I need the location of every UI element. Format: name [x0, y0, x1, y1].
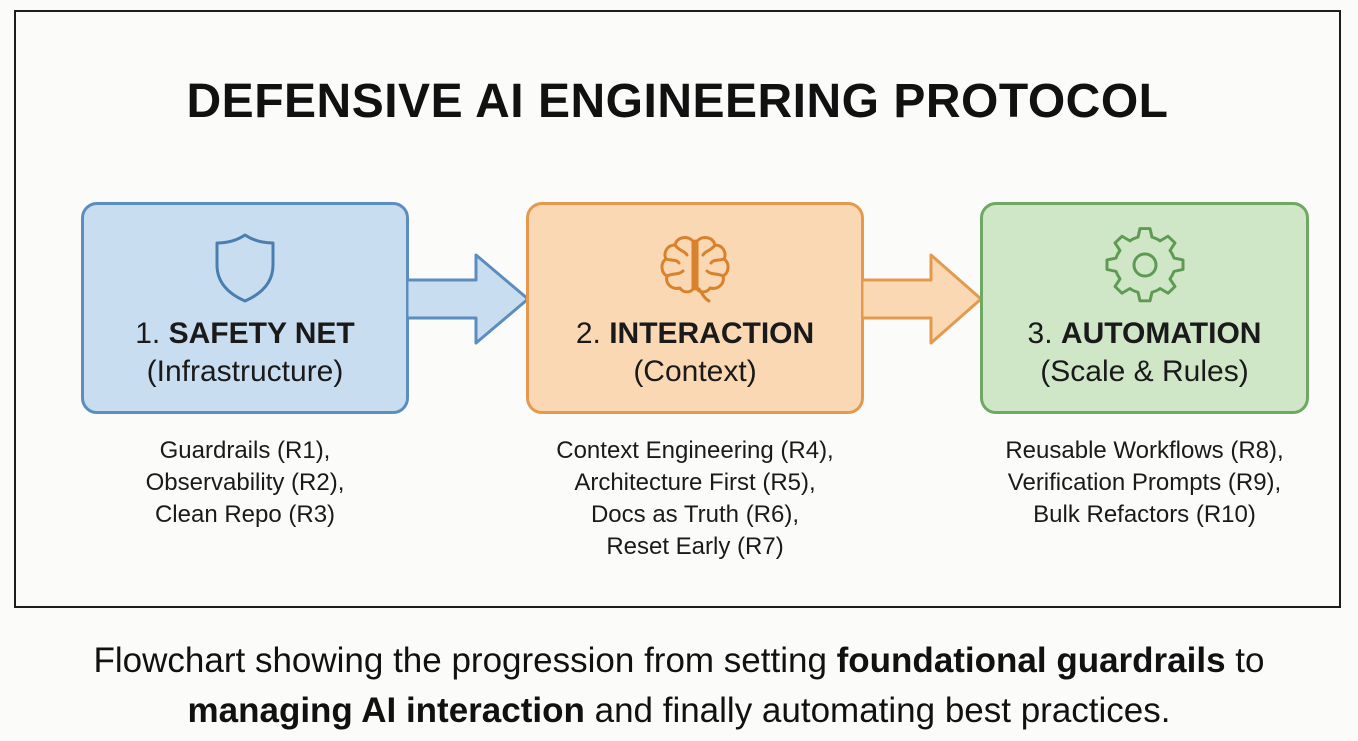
gear-icon — [1105, 227, 1184, 303]
stage-items-list: Context Engineering (R4), Architecture F… — [526, 435, 864, 563]
list-item: Clean Repo (R3) — [154, 501, 336, 528]
stage-subtitle: (Scale & Rules) — [1040, 355, 1249, 388]
list-item: Architecture First (R5), — [574, 469, 816, 496]
diagram-title: DEFENSIVE AI ENGINEERING PROTOCOL — [186, 75, 1169, 128]
stage-title: 3. AUTOMATION — [1027, 317, 1262, 350]
list-item: Context Engineering (R4), — [556, 437, 834, 464]
stage-subtitle: (Infrastructure) — [146, 355, 344, 388]
list-item: Verification Prompts (R9), — [1007, 469, 1282, 496]
list-item: Observability (R2), — [145, 469, 345, 496]
list-item: Docs as Truth (R6), — [590, 501, 800, 528]
diagram-frame: DEFENSIVE AI ENGINEERING PROTOCOL 1. SAF… — [14, 10, 1341, 608]
stage-items-list: Reusable Workflows (R8), Verification Pr… — [980, 435, 1309, 531]
list-item: Guardrails (R1), — [159, 437, 331, 464]
stage-items-list: Guardrails (R1), Observability (R2), Cle… — [81, 435, 409, 531]
stage-safety-net: 1. SAFETY NET (Infrastructure) — [81, 202, 409, 414]
figure-caption: Flowchart showing the progression from s… — [93, 641, 1265, 730]
list-item: Reset Early (R7) — [606, 533, 784, 560]
stage-automation: 3. AUTOMATION (Scale & Rules) — [980, 202, 1309, 414]
stage-interaction: 2. INTERACTION (Context) — [526, 202, 864, 414]
list-item: Reusable Workflows (R8), — [1005, 437, 1284, 464]
list-item: Bulk Refactors (R10) — [1033, 501, 1256, 528]
stage-title: 1. SAFETY NET — [135, 317, 355, 350]
brain-icon — [660, 236, 730, 303]
arrow-right-icon — [861, 253, 983, 345]
stage-subtitle: (Context) — [633, 355, 757, 388]
shield-icon — [215, 233, 275, 303]
arrow-right-icon — [406, 253, 530, 345]
stage-title: 2. INTERACTION — [575, 317, 815, 350]
